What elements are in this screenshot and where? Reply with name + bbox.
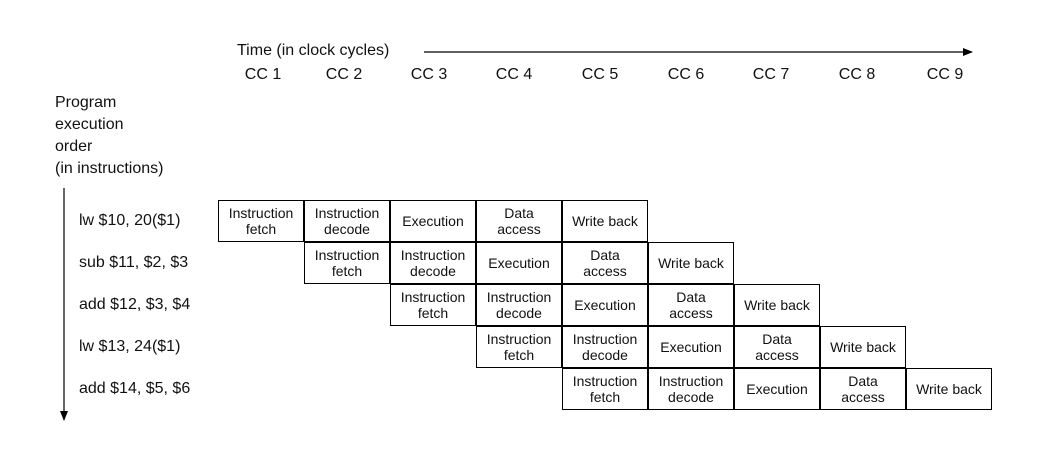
clock-cycle-label: CC 4: [495, 66, 533, 83]
clock-cycle-label: CC 5: [581, 66, 619, 83]
pipeline-stage-cell: Instruction fetch: [390, 284, 476, 326]
time-axis-label: Time (in clock cycles): [237, 42, 390, 59]
instruction-label: sub $11, $2, $3: [79, 254, 189, 271]
pipeline-stage-cell: Execution: [390, 200, 476, 242]
clock-cycle-label: CC 9: [926, 66, 964, 83]
clock-cycle-label: CC 1: [244, 66, 282, 83]
clock-cycle-label: CC 6: [667, 66, 705, 83]
pipeline-stage-cell: Execution: [734, 368, 820, 410]
pipeline-stage-cell: Instruction decode: [648, 368, 734, 410]
instruction-label: lw $10, 20($1): [79, 212, 181, 229]
pipeline-stage-cell: Write back: [734, 284, 820, 326]
pipeline-stage-cell: Instruction fetch: [476, 326, 562, 368]
clock-cycle-label: CC 2: [325, 66, 363, 83]
pipeline-stage-cell: Instruction decode: [304, 200, 390, 242]
instruction-label: add $12, $3, $4: [79, 296, 191, 313]
clock-cycle-label: CC 8: [838, 66, 876, 83]
pipeline-stage-cell: Instruction fetch: [562, 368, 648, 410]
pipeline-stage-cell: Write back: [648, 242, 734, 284]
pipeline-stage-cell: Execution: [648, 326, 734, 368]
pipeline-stage-cell: Execution: [476, 242, 562, 284]
pipeline-stage-cell: Data access: [562, 242, 648, 284]
pipeline-stage-cell: Data access: [476, 200, 562, 242]
pipeline-stage-cell: Instruction decode: [562, 326, 648, 368]
clock-cycle-label: CC 7: [752, 66, 790, 83]
pipeline-stage-cell: Data access: [820, 368, 906, 410]
instruction-label: lw $13, 24($1): [79, 338, 181, 355]
pipeline-stage-cell: Data access: [734, 326, 820, 368]
pipeline-stage-cell: Write back: [906, 368, 992, 410]
pipeline-stage-cell: Instruction decode: [476, 284, 562, 326]
pipeline-stage-cell: Instruction fetch: [218, 200, 304, 242]
clock-cycle-label: CC 3: [410, 66, 448, 83]
pipeline-stage-cell: Instruction fetch: [304, 242, 390, 284]
pipeline-stage-cell: Data access: [648, 284, 734, 326]
pipeline-stage-cell: Write back: [820, 326, 906, 368]
instruction-label: add $14, $5, $6: [79, 380, 191, 397]
program-order-label: Program execution order (in instructions…: [55, 94, 164, 177]
pipeline-stage-cell: Execution: [562, 284, 648, 326]
pipeline-stage-cell: Write back: [562, 200, 648, 242]
pipeline-stage-cell: Instruction decode: [390, 242, 476, 284]
